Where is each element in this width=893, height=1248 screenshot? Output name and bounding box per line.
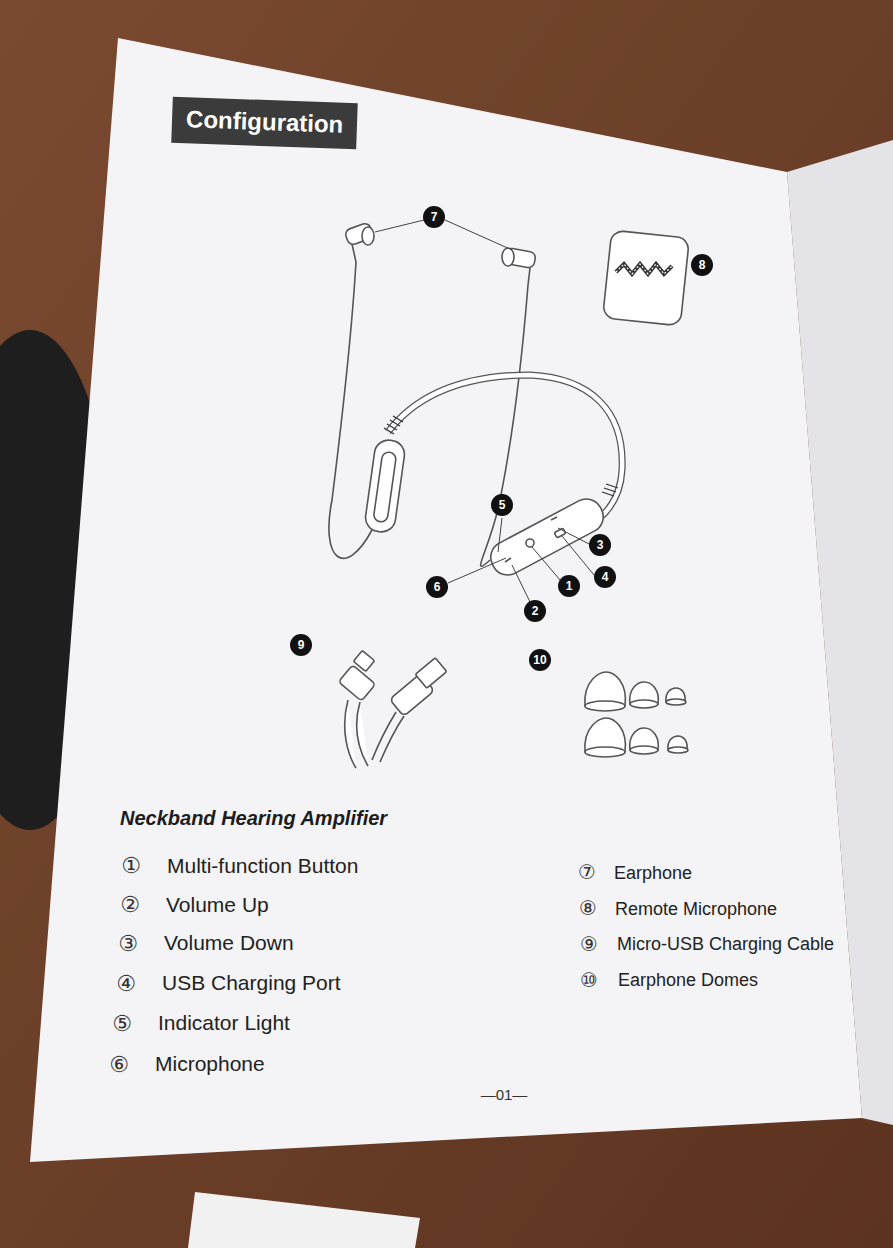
earphone-domes xyxy=(585,672,688,757)
part-name: Indicator Light xyxy=(158,1011,290,1035)
list-number: ⑩ xyxy=(580,968,598,992)
list-number: ② xyxy=(120,892,140,917)
section-title: Configuration xyxy=(171,97,358,149)
part-name: Microphone xyxy=(155,1052,265,1076)
part-name: Remote Microphone xyxy=(615,899,777,920)
part-name: Earphone Domes xyxy=(618,970,758,991)
callout-number: 6 xyxy=(426,576,448,598)
list-number: ⑧ xyxy=(579,896,597,920)
list-number: ① xyxy=(121,853,141,878)
remote-microphone xyxy=(603,230,690,326)
list-number: ④ xyxy=(116,971,136,996)
part-name: Volume Down xyxy=(164,931,294,955)
callout-number: 7 xyxy=(423,206,445,228)
callout-number: 9 xyxy=(290,634,312,656)
callout-number: 3 xyxy=(589,534,611,556)
product-heading: Neckband Hearing Amplifier xyxy=(120,807,387,830)
part-name: Micro-USB Charging Cable xyxy=(617,934,834,955)
callout-number: 5 xyxy=(491,494,513,516)
callout-number: 2 xyxy=(524,600,546,622)
part-name: Volume Up xyxy=(166,893,269,917)
list-number: ⑥ xyxy=(109,1052,129,1077)
part-name: USB Charging Port xyxy=(162,971,341,995)
leader-lines xyxy=(375,220,594,602)
list-number: ⑨ xyxy=(580,932,598,956)
manual-page xyxy=(30,38,862,1162)
part-name: Earphone xyxy=(614,863,692,884)
page-number: —01— xyxy=(481,1086,528,1103)
callout-number: 10 xyxy=(529,649,551,671)
card xyxy=(188,1192,420,1248)
callout-number: 1 xyxy=(558,575,580,597)
list-number: ⑤ xyxy=(112,1011,132,1036)
list-number: ③ xyxy=(118,931,138,956)
list-number: ⑦ xyxy=(578,860,596,884)
earphones xyxy=(329,222,622,581)
callout-number: 8 xyxy=(691,254,713,276)
band-grips xyxy=(384,416,618,496)
part-name: Multi-function Button xyxy=(167,854,358,878)
charging-cable xyxy=(338,650,446,768)
callout-number: 4 xyxy=(594,566,616,588)
